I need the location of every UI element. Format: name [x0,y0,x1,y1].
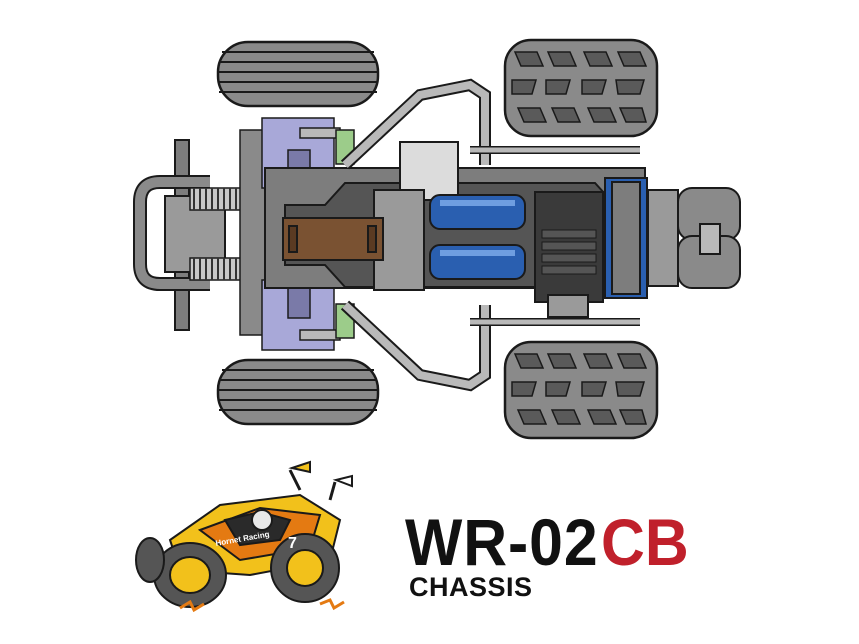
model-subtitle: CHASSIS [409,572,533,602]
model-title-accent: CB [601,505,690,579]
gearbox [534,177,648,318]
buggy-mascot: Hornet Racing 7 [135,460,353,613]
rear-left-wheel [503,38,659,138]
roll-cage [340,78,640,392]
skid-plate [282,217,384,261]
motor-housing [647,187,741,289]
rear-right-wheel [503,340,659,440]
front-left-wheel [216,40,380,108]
front-right-wheel [216,358,380,426]
front-bumper [133,139,226,331]
car-number: 7 [288,535,297,552]
model-title: WR-02 CB [405,505,697,575]
battery-pack [429,194,526,280]
model-title-main: WR-02 [405,505,599,579]
